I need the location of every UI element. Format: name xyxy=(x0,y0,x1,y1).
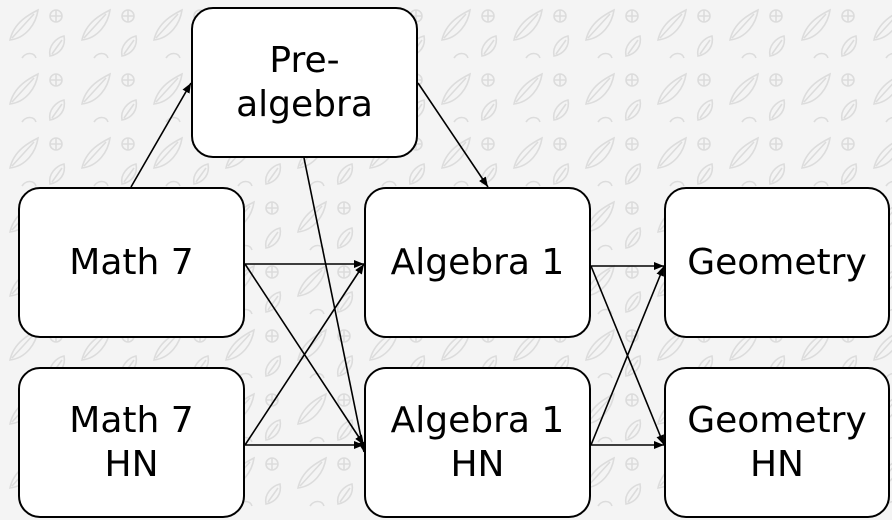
node-label: Math 7 xyxy=(69,241,194,283)
node-label: Geometry HN xyxy=(687,399,867,485)
node-label: Geometry xyxy=(687,241,867,283)
node-math-7-hn: Math 7 HN xyxy=(18,367,245,518)
edge-math7hn-alg1 xyxy=(244,263,365,446)
node-label: Pre- algebra xyxy=(236,39,373,125)
node-label: Algebra 1 xyxy=(390,241,565,283)
edge-math7-prealgebra xyxy=(130,82,192,188)
node-label: Math 7 HN xyxy=(69,399,194,485)
node-geometry: Geometry xyxy=(664,187,890,338)
edge-prealgebra-alg1hn xyxy=(303,157,366,453)
node-algebra-1-hn: Algebra 1 HN xyxy=(364,367,591,518)
node-geometry-hn: Geometry HN xyxy=(664,367,890,518)
edge-alg1hn-geo xyxy=(590,265,665,446)
edge-prealgebra-alg1 xyxy=(417,82,489,188)
node-algebra-1: Algebra 1 xyxy=(364,187,591,338)
node-label: Algebra 1 HN xyxy=(390,399,565,485)
node-prealgebra: Pre- algebra xyxy=(191,7,418,158)
node-math-7: Math 7 xyxy=(18,187,245,338)
